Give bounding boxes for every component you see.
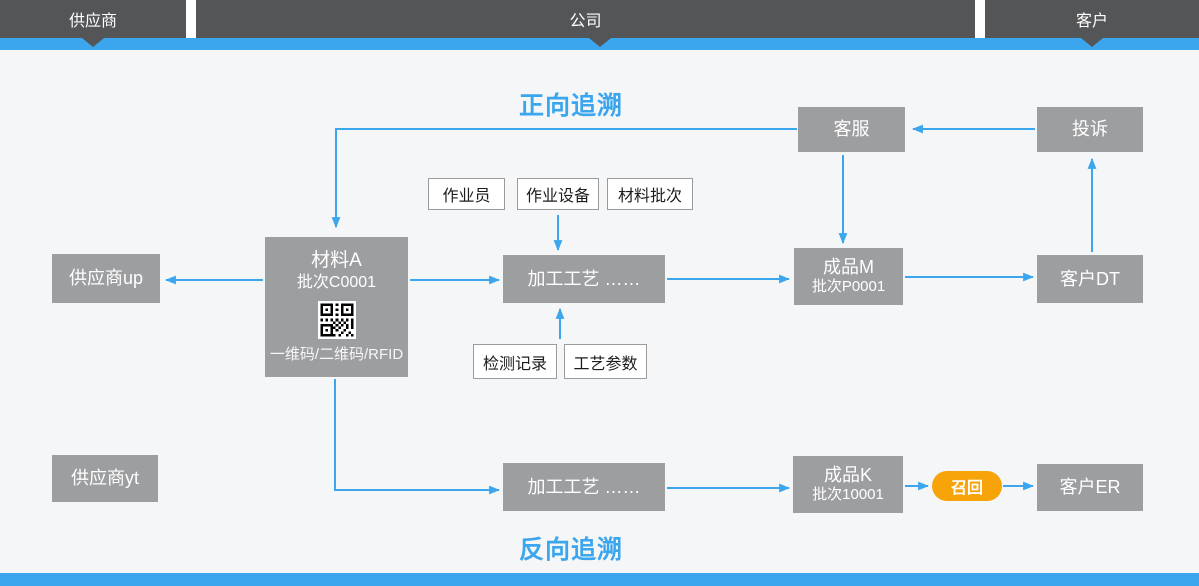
node-material-a: 材料A 批次C0001 — [265, 237, 408, 377]
lane-header-supplier: 供应商 — [0, 0, 186, 38]
tag-operator: 作业员 — [428, 178, 505, 210]
tag-process-params-label: 工艺参数 — [573, 355, 638, 373]
tag-equipment-label: 作业设备 — [525, 188, 590, 205]
node-customer-service: 客服 — [798, 107, 905, 152]
tag-process-params: 工艺参数 — [564, 344, 647, 379]
node-supplier-yt-label: 供应商yt — [70, 468, 139, 489]
tag-inspection-record: 检测记录 — [473, 344, 557, 379]
node-material-a-caption: 一维码/二维码/RFID — [269, 346, 404, 363]
lane-pointer-supplier — [82, 38, 104, 47]
tag-material-batch-label: 材料批次 — [617, 188, 682, 205]
node-product-k-name: 成品K — [823, 464, 872, 485]
tag-inspection-record-label: 检测记录 — [482, 355, 547, 373]
node-customer-dt: 客户DT — [1037, 255, 1143, 303]
lane-header-company: 公司 — [196, 0, 975, 38]
tag-equipment: 作业设备 — [517, 178, 599, 210]
node-supplier-up: 供应商up — [52, 254, 160, 303]
arrow-service-to-material-a — [331, 128, 797, 229]
node-product-k: 成品K 批次10001 — [793, 456, 903, 513]
footer-accent-bar — [0, 573, 1199, 586]
qr-code-icon — [317, 301, 356, 339]
node-customer-service-label: 客服 — [833, 119, 870, 140]
lane-header-customer: 客户 — [985, 0, 1199, 38]
forward-trace-title: 正向追溯 — [519, 92, 624, 120]
node-customer-er: 客户ER — [1037, 464, 1143, 511]
tag-operator-label: 作业员 — [442, 188, 491, 205]
node-product-m-batch: 批次P0001 — [811, 278, 886, 296]
lane-header-supplier-label: 供应商 — [68, 13, 117, 30]
node-supplier-yt: 供应商yt — [52, 455, 158, 502]
node-complaint: 投诉 — [1037, 107, 1143, 152]
node-product-k-batch: 批次10001 — [812, 486, 884, 504]
recall-badge: 召回 — [932, 471, 1002, 501]
node-material-a-name: 材料A — [311, 250, 362, 272]
node-material-a-batch: 批次C0001 — [296, 274, 377, 291]
node-product-m-name: 成品M — [823, 256, 874, 277]
lane-header-customer-label: 客户 — [1075, 13, 1108, 30]
node-process-top: 加工工艺 …… — [503, 255, 665, 303]
node-process-bottom: 加工工艺 …… — [503, 463, 665, 511]
lane-pointer-company — [589, 38, 611, 47]
tag-material-batch: 材料批次 — [607, 178, 693, 210]
node-customer-er-label: 客户ER — [1059, 477, 1121, 498]
lane-header-company-label: 公司 — [569, 13, 602, 30]
backward-trace-title: 反向追溯 — [519, 536, 624, 564]
node-customer-dt-label: 客户DT — [1060, 268, 1120, 289]
node-product-m: 成品M 批次P0001 — [794, 248, 903, 305]
node-supplier-up-label: 供应商up — [68, 268, 144, 289]
node-process-top-label: 加工工艺 …… — [527, 268, 641, 289]
node-complaint-label: 投诉 — [1072, 119, 1108, 140]
arrow-material-a-to-process-bottom — [334, 379, 501, 495]
node-process-bottom-label: 加工工艺 …… — [527, 476, 641, 497]
lane-pointer-customer — [1081, 38, 1103, 47]
recall-badge-label: 召回 — [950, 480, 983, 497]
